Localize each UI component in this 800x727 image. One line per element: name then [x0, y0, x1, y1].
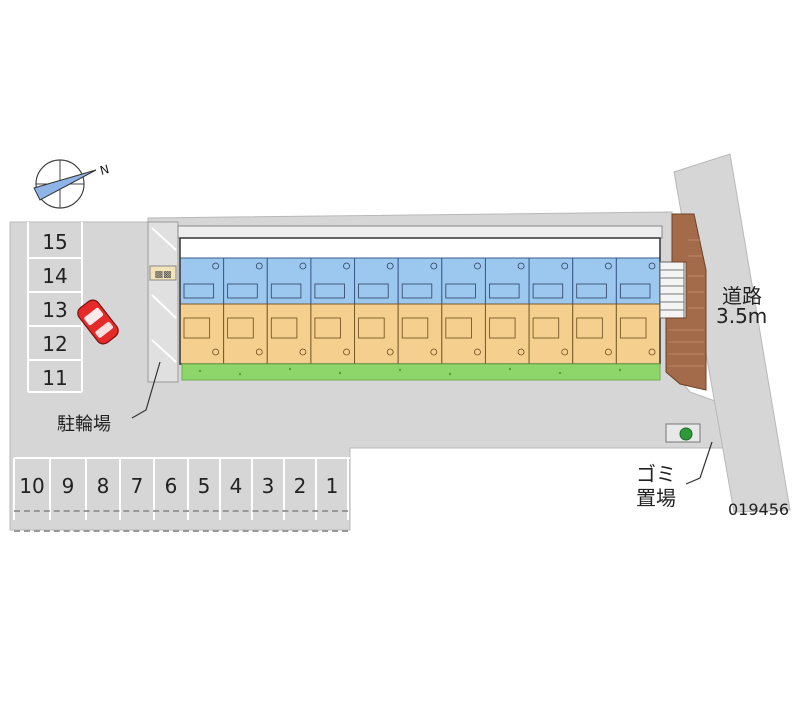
apartment-unit	[441, 257, 486, 365]
garbage-leader-line	[685, 441, 713, 485]
apartment-unit	[572, 257, 617, 365]
parking-slot-2: 2	[293, 474, 307, 498]
bicycle-leader-line	[131, 361, 161, 419]
parking-slot-8: 8	[96, 474, 110, 498]
parking-slot-13: 13	[42, 298, 68, 322]
brick-pattern	[668, 239, 704, 367]
parking-slot-11: 11	[42, 366, 68, 390]
grass-texture	[198, 367, 622, 376]
bicycle-parking-label: 駐輪場	[57, 414, 111, 435]
parking-slot-15: 15	[42, 230, 68, 254]
brick-wall	[665, 213, 707, 391]
compass-icon	[33, 159, 97, 209]
apartment-unit	[266, 257, 312, 365]
garbage-area	[665, 423, 701, 443]
apartment-unit	[615, 257, 661, 365]
road-width-label: 3.5m	[716, 304, 768, 328]
garbage-label-line1: ゴミ	[636, 462, 676, 486]
parking-slot-3: 3	[261, 474, 275, 498]
apartment-unit	[397, 257, 443, 365]
parking-dash-top	[14, 530, 348, 532]
bicycle-parking-area: ▩▩	[147, 221, 179, 383]
road	[673, 153, 791, 513]
parking-slot-14: 14	[42, 264, 68, 288]
svg-text:▩▩: ▩▩	[154, 270, 171, 280]
parking-dash-bottom	[14, 510, 348, 512]
apartment-unit	[310, 257, 356, 365]
road-label: 道路	[722, 284, 762, 308]
parking-slot-10: 10	[19, 474, 45, 498]
grass-strip	[181, 363, 661, 381]
parking-slot-9: 9	[61, 474, 75, 498]
parking-slot-5: 5	[197, 474, 211, 498]
apartment-unit	[528, 257, 574, 365]
apartment-unit	[484, 257, 530, 365]
parking-slot-12: 12	[42, 332, 68, 356]
apartment-unit	[179, 257, 225, 365]
property-id: 019456	[728, 500, 790, 519]
apartment-unit	[223, 257, 268, 365]
apartment-unit	[354, 257, 399, 365]
apartment-building	[177, 225, 685, 365]
bottom-parking-lines	[13, 457, 350, 520]
parking-slot-1: 1	[325, 474, 339, 498]
parking-slot-6: 6	[164, 474, 178, 498]
parking-slot-7: 7	[130, 474, 144, 498]
parking-slot-4: 4	[229, 474, 243, 498]
car-icon	[77, 299, 119, 345]
garbage-label-line2: 置場	[636, 486, 676, 510]
